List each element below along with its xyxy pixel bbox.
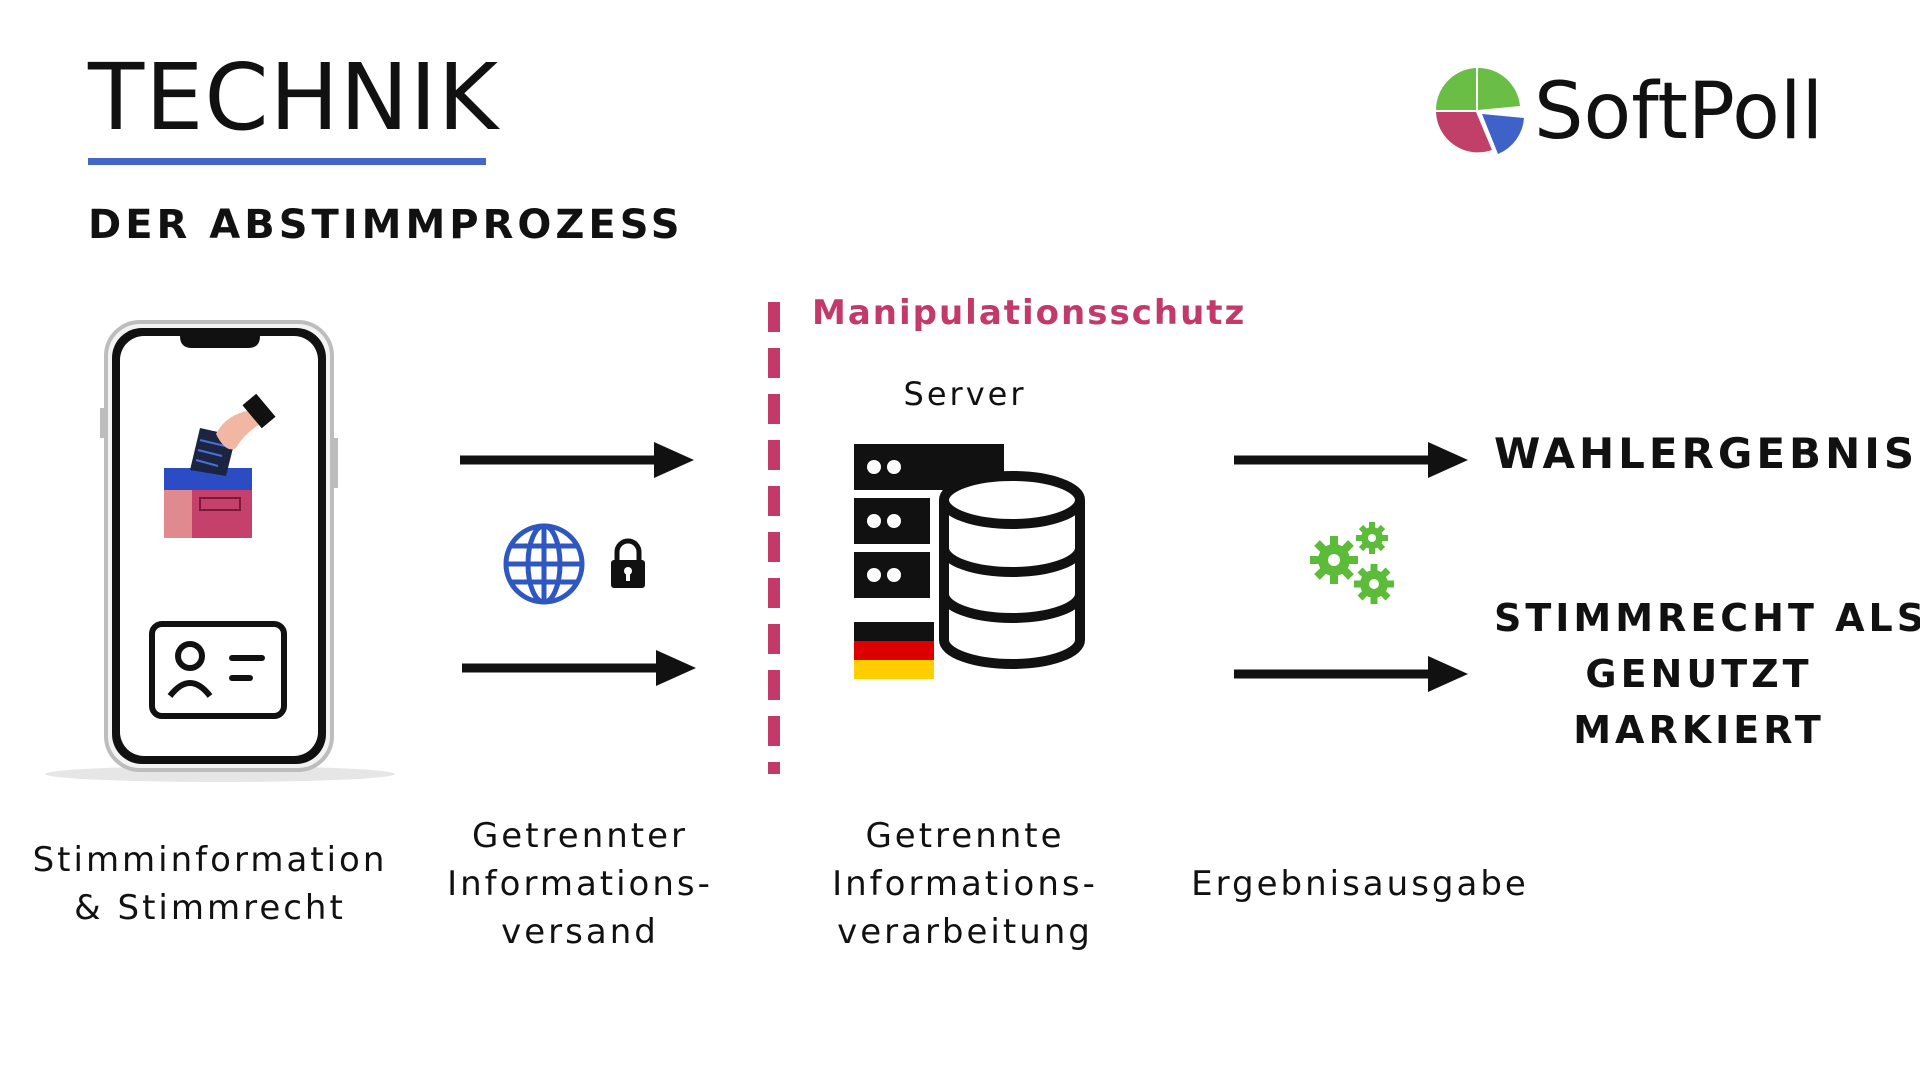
caption-line: Informations- — [447, 864, 713, 904]
german-flag-icon — [854, 622, 934, 679]
arrow-right-icon — [462, 650, 696, 686]
caption-line: Stimminformation — [32, 840, 388, 880]
caption-step-3: Getrennte Informations- verarbeitung — [800, 812, 1130, 956]
protection-separator — [768, 302, 780, 774]
server-icon — [854, 444, 1085, 679]
caption-step-2: Getrennter Informations- versand — [420, 812, 740, 956]
caption-line: Getrennter — [471, 816, 689, 856]
database-icon — [939, 471, 1085, 669]
result-line: MARKIERT — [1573, 708, 1825, 752]
globe-icon — [503, 523, 585, 605]
title-underline — [88, 158, 486, 165]
result-election: WAHLERGEBNIS — [1494, 429, 1919, 478]
page-title: TECHNIK — [88, 44, 500, 151]
result-line: GENUTZT — [1585, 652, 1813, 696]
caption-step-1: Stimminformation & Stimmrecht — [20, 836, 400, 932]
caption-line: Informations- — [832, 864, 1098, 904]
result-line: STIMMRECHT ALS — [1494, 596, 1920, 640]
caption-step-4: Ergebnisausgabe — [1170, 860, 1550, 908]
pie-chart-logo-icon — [1436, 67, 1524, 154]
id-card-icon — [149, 621, 287, 719]
gears-icon — [1310, 522, 1394, 604]
smartphone-icon — [45, 320, 395, 782]
arrow-right-icon — [1234, 656, 1468, 692]
server-label: Server — [903, 375, 1027, 413]
arrow-right-icon — [1234, 442, 1468, 478]
protection-label: Manipulationsschutz — [812, 293, 1247, 333]
result-vote-marked: STIMMRECHT ALS GENUTZT MARKIERT — [1494, 590, 1920, 758]
caption-line: & Stimmrecht — [74, 888, 346, 928]
caption-line: Ergebnisausgabe — [1191, 864, 1529, 904]
caption-line: Getrennte — [865, 816, 1065, 856]
arrow-right-icon — [460, 442, 694, 478]
caption-line: verarbeitung — [837, 912, 1093, 952]
ballot-box-icon — [164, 393, 276, 538]
logo-text: SoftPoll — [1534, 67, 1824, 157]
caption-line: versand — [501, 912, 659, 952]
page-subtitle: DER ABSTIMMPROZESS — [88, 202, 684, 248]
lock-icon — [611, 538, 645, 588]
softpoll-logo: SoftPoll — [1430, 62, 1823, 162]
